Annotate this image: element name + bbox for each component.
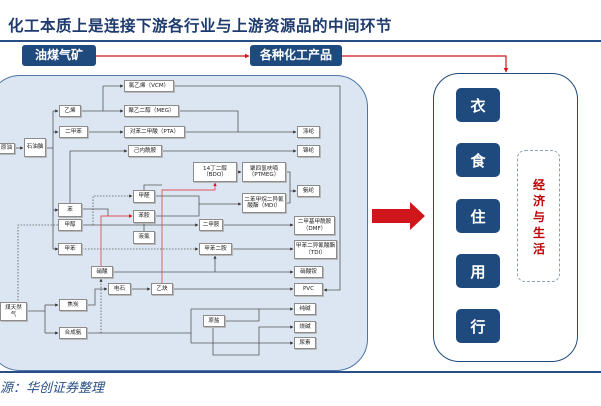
node-coal-gas: 煤天然气 — [0, 302, 27, 321]
node-ammonium-nitrate: 硝酸铵 — [294, 266, 323, 278]
node-vcm: 氯乙烯（VCM） — [124, 80, 174, 92]
node-nylon: 锦纶 — [297, 145, 320, 157]
chemical-products-header: 各种化工产品 — [250, 45, 342, 66]
node-dmf: 二甲基甲酰胺（DMF） — [294, 216, 335, 235]
node-polyester: 涤纶 — [297, 126, 320, 138]
node-tdi: 甲苯二异氰酸酯（TDI） — [294, 240, 337, 259]
node-formaldehyde: 甲醛 — [133, 190, 155, 203]
life-food: 食 — [456, 143, 500, 177]
node-bdo: 14丁二醇（BDO） — [193, 162, 237, 182]
node-methanol: 甲醇 — [58, 219, 82, 231]
life-housing: 住 — [456, 199, 500, 233]
node-nitric-acid: 硝酸 — [91, 266, 113, 278]
node-calcium-carbide: 电石 — [108, 283, 131, 295]
economy-life-box: 经济与生活 — [517, 150, 560, 282]
node-pta: 对苯二甲酸（PTA） — [124, 126, 185, 138]
page-title: 化工本质上是连接下游各行业与上游资源品的中间环节 — [8, 16, 393, 35]
node-tda: 甲苯二胺 — [199, 243, 232, 255]
node-aniline: 苯胺 — [133, 210, 155, 223]
title-divider — [0, 40, 601, 42]
node-caustic-soda: 烧碱 — [294, 321, 316, 333]
life-transport: 行 — [456, 309, 500, 343]
node-urea: 尿素 — [294, 337, 316, 349]
node-chlorine: 液氯 — [133, 231, 155, 244]
life-clothing: 衣 — [456, 88, 500, 122]
node-benzene: 苯 — [58, 203, 82, 217]
node-salt: 原盐 — [203, 315, 225, 327]
node-soda-ash: 纯碱 — [294, 303, 316, 315]
node-spandex: 氨纶 — [297, 185, 320, 197]
economy-life-label: 经济与生活 — [532, 178, 545, 256]
node-caprolactam: 己内酰胺 — [128, 145, 162, 157]
node-toluene: 甲苯 — [58, 243, 82, 255]
node-acetylene: 乙炔 — [151, 283, 173, 295]
to-downstream-arrow — [342, 55, 509, 73]
node-ammonia: 合成氨 — [59, 327, 87, 339]
node-ptmeg: 聚四氢呋喃（PTMEG） — [242, 162, 286, 182]
node-coke: 焦炭 — [59, 299, 87, 311]
life-use: 用 — [456, 254, 500, 288]
node-naphtha: 石油脑 — [24, 138, 46, 157]
node-pvc: PVC — [294, 283, 323, 296]
big-red-arrow — [372, 202, 425, 230]
node-mdi: 二苯甲烷二异氰酸酯（MDI） — [242, 193, 286, 213]
node-crude: 原油 — [0, 143, 15, 154]
node-dimethylamine: 二甲胺 — [199, 219, 223, 231]
raw-materials-header: 油煤气矿 — [22, 45, 96, 66]
node-meg: 聚乙二醇（MEG） — [124, 105, 179, 117]
node-ethylene: 乙烯 — [59, 105, 81, 117]
source-note: 源：华创证券整理 — [0, 381, 105, 396]
node-xylene: 二甲苯 — [59, 126, 88, 138]
bottom-divider — [0, 371, 601, 373]
